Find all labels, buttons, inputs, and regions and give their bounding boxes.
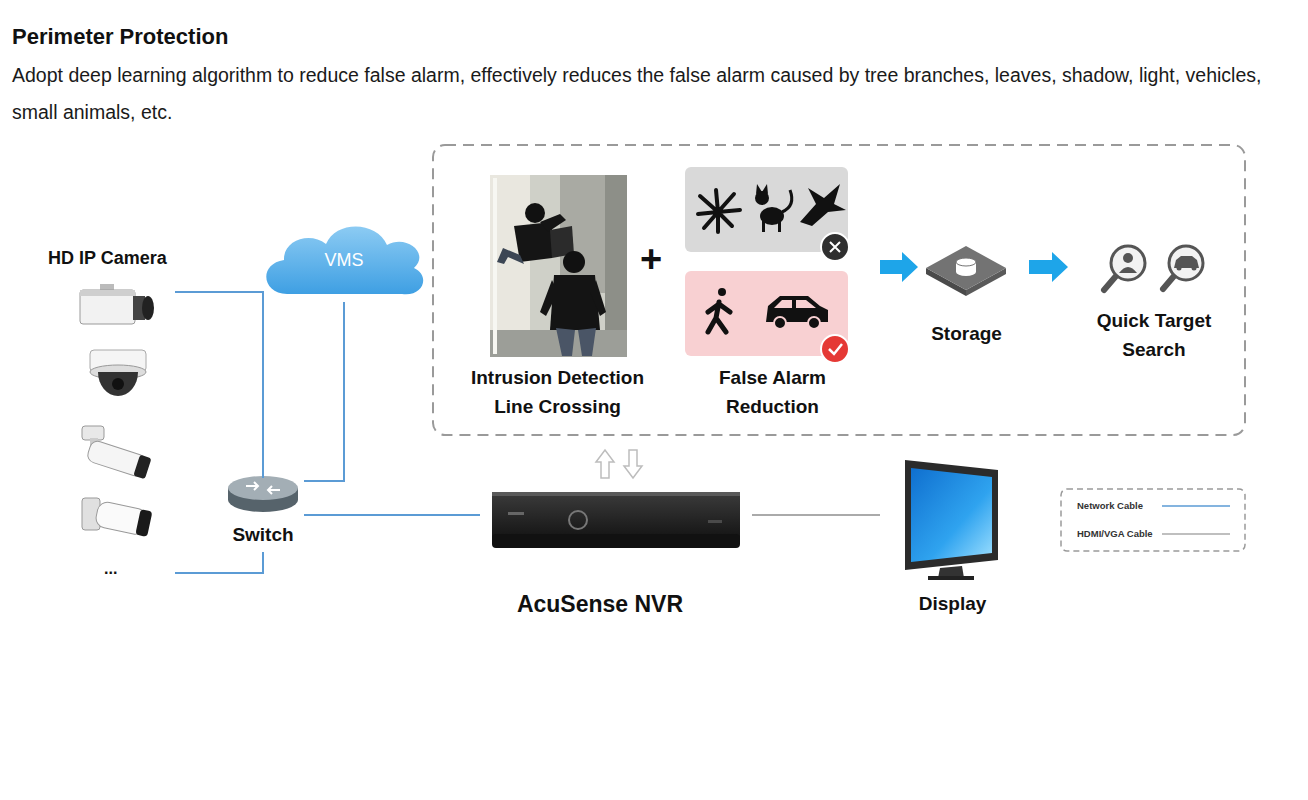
reject-badge bbox=[821, 233, 849, 261]
vms-cloud: VMS bbox=[265, 228, 423, 294]
nvr-device bbox=[492, 492, 740, 548]
accept-badge bbox=[821, 335, 849, 363]
cable-line bbox=[304, 302, 344, 481]
bullet-camera-icon bbox=[82, 426, 152, 479]
flow-arrow bbox=[880, 252, 918, 282]
cable-connector bbox=[304, 515, 480, 516]
legend-text: HDMI/VGA Cable bbox=[1077, 528, 1153, 540]
search-stage: Quick Target Search bbox=[1068, 238, 1240, 363]
diagram-title: Perimeter Protection bbox=[12, 24, 228, 50]
cable-line bbox=[304, 514, 480, 516]
legend-frame bbox=[1061, 489, 1245, 551]
legend-text: Network Cable bbox=[1077, 500, 1143, 512]
cable-line bbox=[752, 514, 880, 516]
storage-stage: Storage bbox=[914, 235, 1019, 350]
intrusion-photo bbox=[490, 175, 627, 357]
car-icon bbox=[766, 296, 828, 329]
bird-icon bbox=[800, 184, 846, 226]
person-search-icon bbox=[1104, 246, 1145, 290]
cable-connector bbox=[175, 292, 263, 478]
node-text: ... bbox=[104, 559, 144, 579]
node-label: Quick Target Search bbox=[1084, 306, 1224, 364]
display-monitor bbox=[905, 460, 998, 580]
node-label: AcuSense NVR bbox=[465, 590, 735, 619]
dome-camera-icon bbox=[90, 350, 146, 396]
node-label: False Alarm Reduction bbox=[670, 363, 875, 421]
sync-arrows bbox=[596, 450, 642, 478]
bullet-camera-icon bbox=[82, 498, 152, 537]
camera-group: HD IP Camera... bbox=[38, 243, 175, 588]
person-icon bbox=[708, 288, 730, 332]
flow-arrow bbox=[1029, 252, 1068, 282]
nvr-node: AcuSense NVR bbox=[465, 480, 735, 620]
node-label: Display bbox=[885, 592, 1020, 616]
plus-sign: + bbox=[640, 240, 662, 278]
vehicle-search-icon bbox=[1163, 246, 1203, 289]
switch-icon bbox=[228, 476, 298, 512]
cat-icon bbox=[755, 184, 792, 232]
diagram-caption: Adopt deep learning algorithm to reduce … bbox=[12, 57, 1274, 131]
dashed-container bbox=[433, 145, 1245, 435]
legend-line-sample bbox=[1162, 505, 1230, 507]
box-camera-icon bbox=[80, 284, 154, 324]
node-label: Switch bbox=[212, 523, 314, 547]
node-label: VMS bbox=[265, 249, 423, 272]
detection-stage: Intrusion Detection Line Crossing bbox=[455, 170, 660, 420]
switch-node: Switch bbox=[222, 478, 304, 550]
legend-line-sample bbox=[1162, 533, 1230, 535]
tree-leaf-icon bbox=[698, 190, 740, 232]
network-wire bbox=[175, 552, 263, 573]
cable-connector bbox=[304, 302, 344, 481]
display-node: Display bbox=[885, 455, 1020, 620]
node-label: HD IP Camera bbox=[48, 247, 188, 270]
cable-connector bbox=[752, 515, 880, 516]
filter-stage: False Alarm Reduction bbox=[670, 160, 875, 420]
cable-line bbox=[175, 292, 263, 478]
block-arrow bbox=[1029, 252, 1068, 282]
node-label: Intrusion Detection Line Crossing bbox=[455, 363, 660, 421]
block-arrow bbox=[880, 252, 918, 282]
node-label: Storage bbox=[914, 322, 1019, 346]
storage-icon bbox=[926, 246, 1006, 296]
